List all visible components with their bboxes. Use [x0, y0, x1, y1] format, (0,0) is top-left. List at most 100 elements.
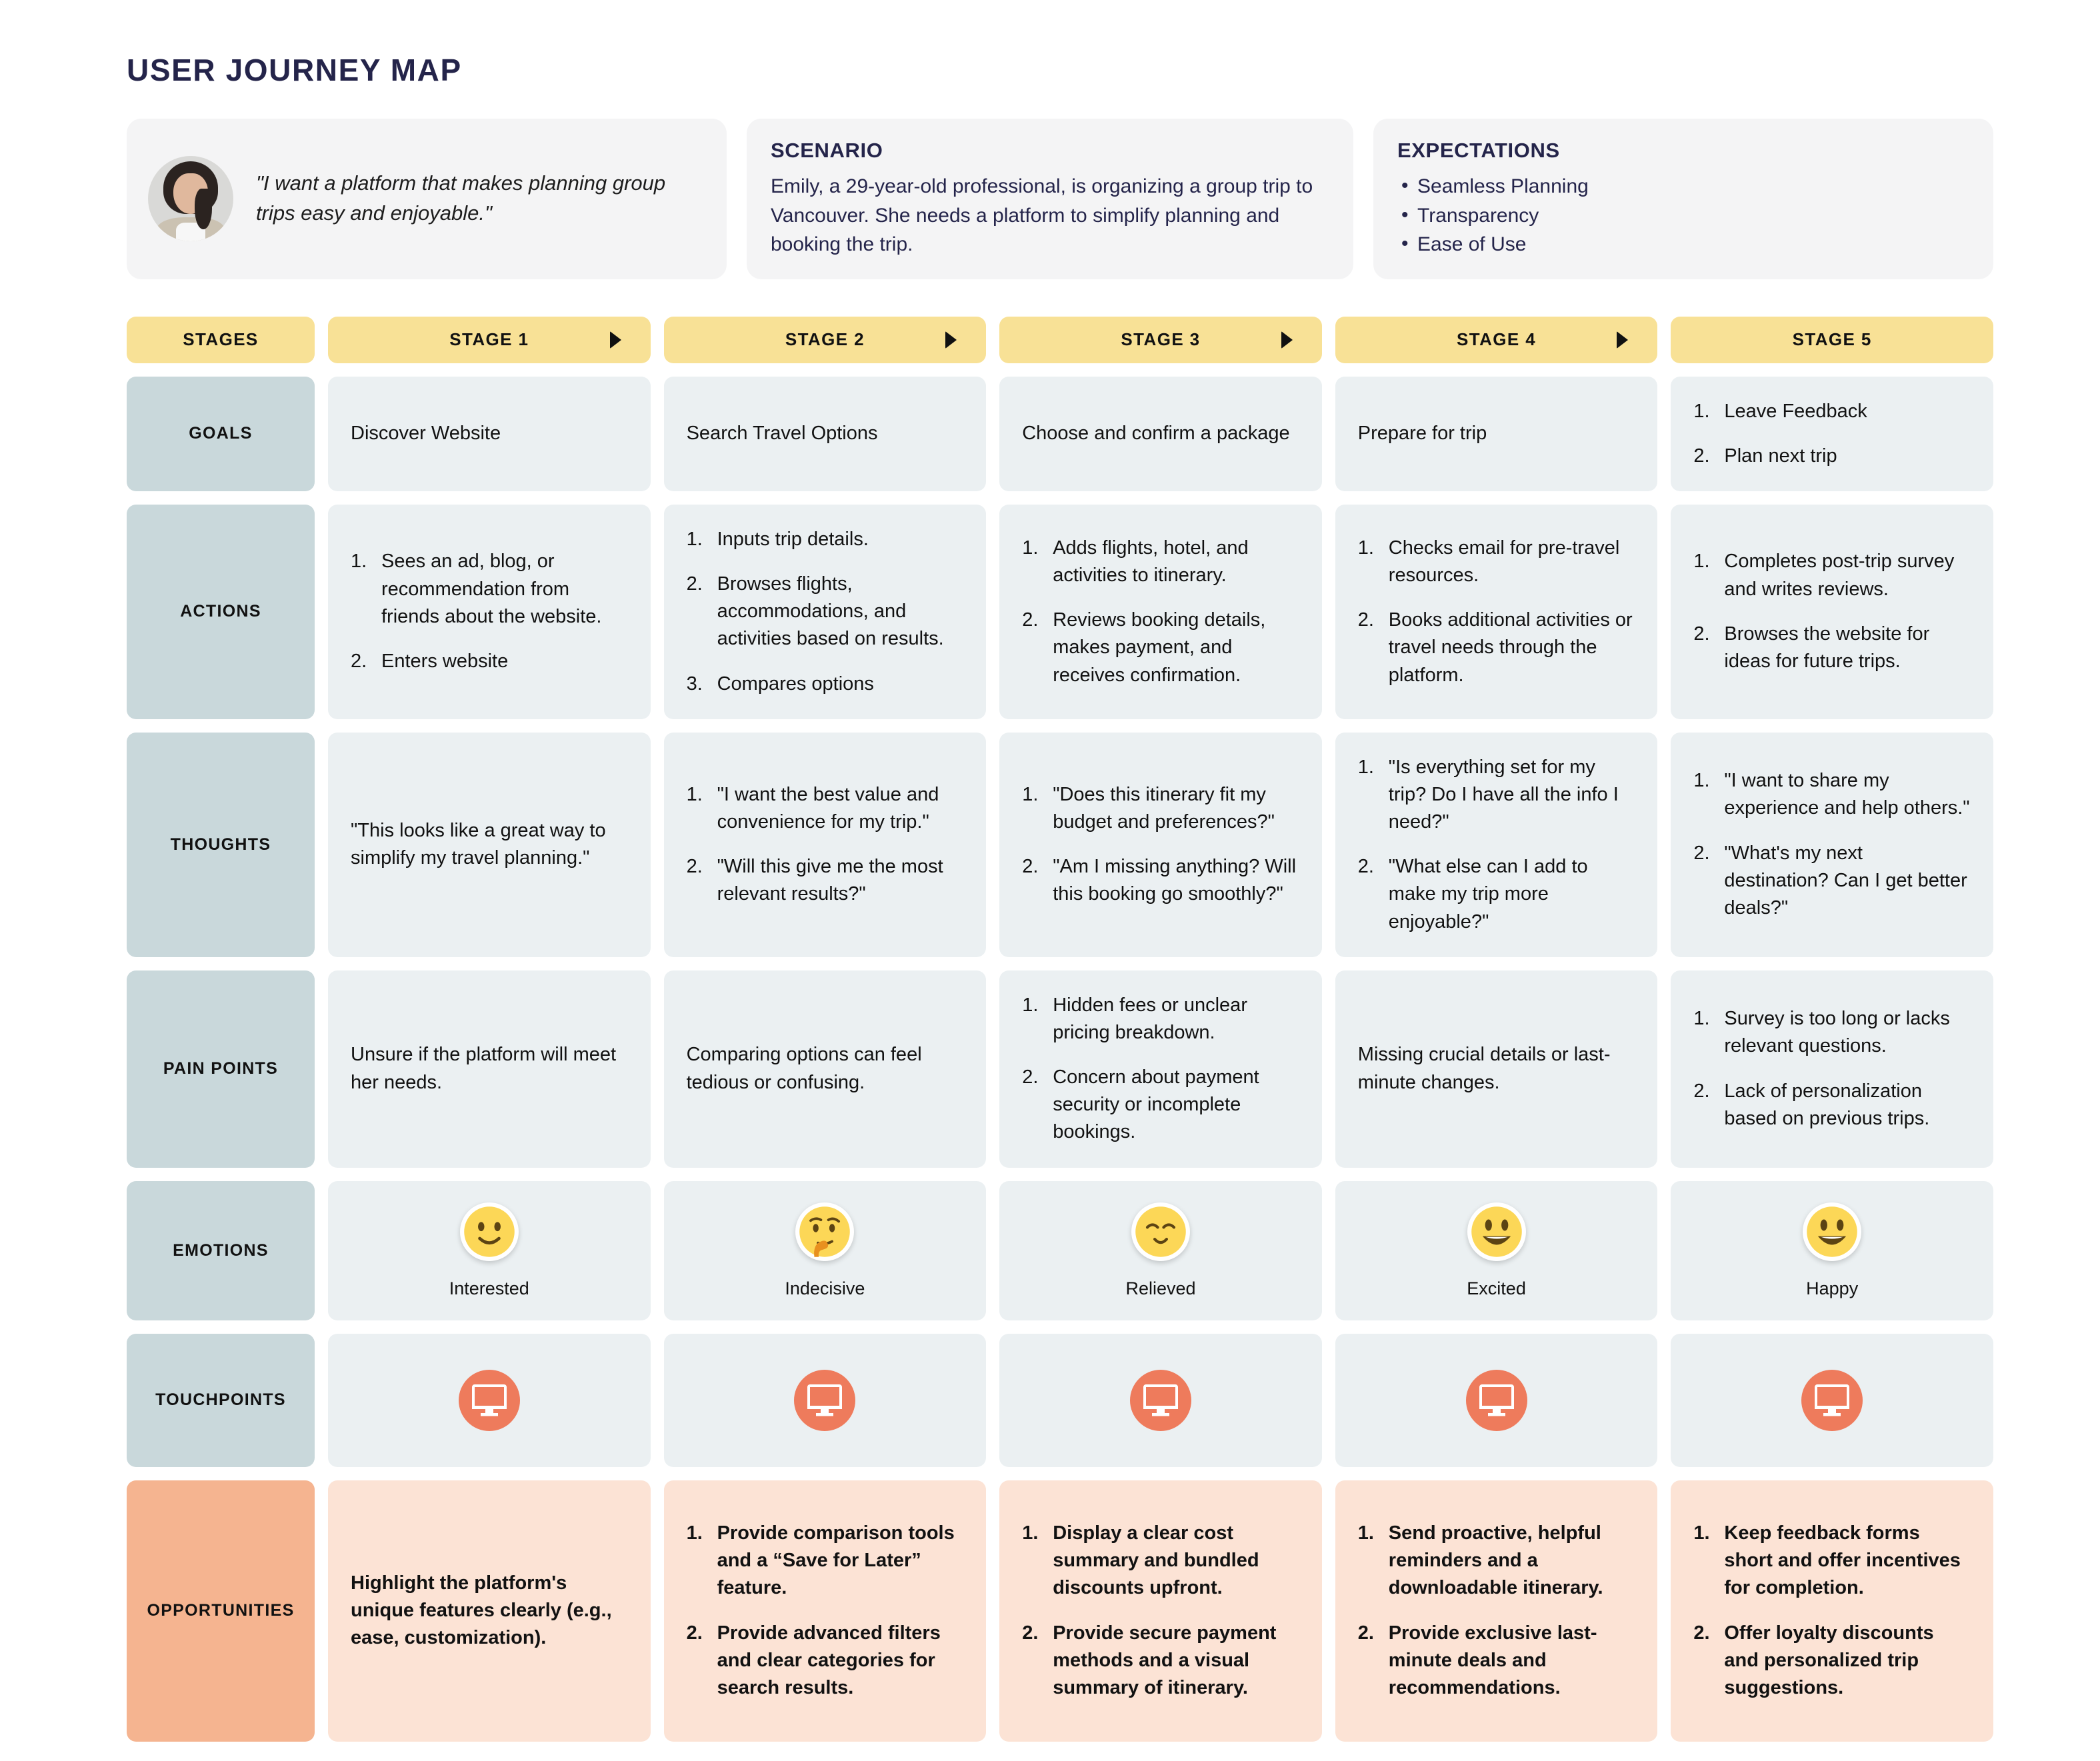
- row-label-pain-points: PAIN POINTS: [127, 970, 315, 1168]
- slightly-smiling-face-icon: [459, 1202, 519, 1261]
- cell-thoughts-4: "Is everything set for my trip? Do I hav…: [1335, 732, 1658, 957]
- row-label-touchpoints: TOUCHPOINTS: [127, 1333, 315, 1467]
- emotion-label: Indecisive: [785, 1278, 865, 1298]
- stage-header-label: STAGE 2: [785, 329, 865, 349]
- cell-opportunity-3: Display a clear cost summary and bundled…: [999, 1480, 1322, 1742]
- list-item: Hidden fees or unclear pricing breakdown…: [1022, 992, 1247, 1043]
- stage-header-5[interactable]: STAGE 5: [1671, 316, 1993, 363]
- row-pain-points: PAIN POINTS Unsure if the platform will …: [127, 970, 1993, 1168]
- row-emotions: EMOTIONS Interested Indecisive Relieved: [127, 1180, 1993, 1320]
- cell-emotion-1: Interested: [328, 1180, 651, 1320]
- cell-list: Keep feedback forms short and offer ince…: [1693, 1520, 1971, 1702]
- list-item: "Is everything set for my trip? Do I hav…: [1358, 754, 1619, 833]
- desktop-monitor-icon: [458, 1369, 520, 1431]
- cell-emotion-2: Indecisive: [663, 1180, 987, 1320]
- cell-actions-5: Completes post-trip survey and writes re…: [1671, 504, 1993, 719]
- stage-header-4[interactable]: STAGE 4: [1335, 316, 1658, 363]
- list-item: "What's my next destination? Can I get b…: [1693, 840, 1967, 918]
- emotion-label: Interested: [449, 1278, 529, 1298]
- cell-pain-4: Missing crucial details or last-minute c…: [1335, 970, 1658, 1168]
- cell-goals-3: Choose and confirm a package: [999, 376, 1322, 491]
- cell-thoughts-2: "I want the best value and convenience f…: [663, 732, 987, 957]
- cell-thoughts-5: "I want to share my experience and help …: [1671, 732, 1993, 957]
- list-item: Keep feedback forms short and offer ince…: [1693, 1520, 1961, 1599]
- row-goals: GOALS Discover Website Search Travel Opt…: [127, 376, 1993, 491]
- row-label-goals: GOALS: [127, 376, 315, 491]
- expectations-card: EXPECTATIONS Seamless Planning Transpare…: [1373, 119, 1993, 279]
- cell-list: Hidden fees or unclear pricing breakdown…: [1022, 992, 1299, 1146]
- cell-actions-1: Sees an ad, blog, or recommendation from…: [328, 504, 651, 719]
- stage-header-label: STAGE 4: [1457, 329, 1537, 349]
- triangle-right-icon: [945, 331, 957, 349]
- cell-goals-2: Search Travel Options: [663, 376, 987, 491]
- cell-opportunity-5: Keep feedback forms short and offer ince…: [1671, 1480, 1993, 1742]
- cell-opportunity-1: Highlight the platform's unique features…: [328, 1480, 651, 1742]
- avatar: [148, 156, 233, 242]
- list-item: Browses flights, accommodations, and act…: [687, 571, 944, 650]
- cell-text: Comparing options can feel tedious or co…: [686, 1044, 922, 1093]
- grinning-face-icon: [1803, 1202, 1862, 1261]
- cell-actions-3: Adds flights, hotel, and activities to i…: [999, 504, 1322, 719]
- cell-text: Missing crucial details or last-minute c…: [1357, 1044, 1611, 1093]
- journey-grid: STAGES STAGE 1 STAGE 2 STAGE 3 STAGE 4 S…: [127, 316, 1993, 1742]
- list-item: Checks email for pre-travel resources.: [1358, 535, 1620, 587]
- triangle-right-icon: [1281, 331, 1293, 349]
- cell-list: "I want to share my experience and help …: [1693, 767, 1971, 922]
- list-item: Survey is too long or lacks relevant que…: [1693, 1005, 1950, 1057]
- list-item: Leave Feedback: [1693, 398, 1867, 425]
- stage-header-label: STAGE 1: [449, 329, 529, 349]
- list-item: Provide advanced filters and clear categ…: [687, 1620, 941, 1698]
- list-item: Concern about payment security or incomp…: [1022, 1064, 1259, 1143]
- row-touchpoints: TOUCHPOINTS: [127, 1333, 1993, 1467]
- stage-header-2[interactable]: STAGE 2: [663, 316, 987, 363]
- cell-thoughts-3: "Does this itinerary fit my budget and p…: [999, 732, 1322, 957]
- list-item: Send proactive, helpful reminders and a …: [1358, 1520, 1603, 1599]
- cell-list: Survey is too long or lacks relevant que…: [1693, 1005, 1971, 1132]
- cell-goals-1: Discover Website: [328, 376, 651, 491]
- cell-emotion-4: Excited: [1335, 1180, 1658, 1320]
- cell-goals-4: Prepare for trip: [1335, 376, 1658, 491]
- list-item: Provide secure payment methods and a vis…: [1022, 1620, 1277, 1698]
- cell-pain-1: Unsure if the platform will meet her nee…: [328, 970, 651, 1168]
- stage-header-3[interactable]: STAGE 3: [999, 316, 1322, 363]
- list-item: Browses the website for ideas for future…: [1693, 621, 1930, 672]
- list-item: Plan next trip: [1693, 443, 1837, 470]
- list-item: Provide exclusive last-minute deals and …: [1358, 1620, 1597, 1698]
- desktop-monitor-icon: [1465, 1369, 1527, 1431]
- stage-header-row: STAGES STAGE 1 STAGE 2 STAGE 3 STAGE 4 S…: [127, 316, 1993, 363]
- cell-emotion-3: Relieved: [999, 1180, 1322, 1320]
- list-item: Books additional activities or travel ne…: [1358, 607, 1633, 686]
- list-item: Provide comparison tools and a “Save for…: [687, 1520, 955, 1599]
- desktop-monitor-icon: [1801, 1369, 1863, 1431]
- desktop-monitor-icon: [1129, 1369, 1191, 1431]
- list-item: "Am I missing anything? Will this bookin…: [1022, 853, 1297, 905]
- desktop-monitor-icon: [794, 1369, 856, 1431]
- cell-opportunity-4: Send proactive, helpful reminders and a …: [1335, 1480, 1658, 1742]
- stages-label: STAGES: [127, 316, 315, 363]
- list-item: Offer loyalty discounts and personalized…: [1693, 1620, 1934, 1698]
- cell-pain-5: Survey is too long or lacks relevant que…: [1671, 970, 1993, 1168]
- relieved-face-icon: [1131, 1202, 1190, 1261]
- list-item: Reviews booking details, makes payment, …: [1022, 607, 1266, 686]
- row-opportunities: OPPORTUNITIES Highlight the platform's u…: [127, 1480, 1993, 1742]
- list-item: "I want to share my experience and help …: [1693, 767, 1970, 819]
- cell-touchpoint-3: [999, 1333, 1322, 1467]
- cell-text: Discover Website: [351, 423, 501, 445]
- header-cards: "I want a platform that makes planning g…: [127, 119, 1993, 279]
- row-label-thoughts: THOUGHTS: [127, 732, 315, 957]
- scenario-card: SCENARIO Emily, a 29-year-old profession…: [747, 119, 1353, 279]
- row-label-actions: ACTIONS: [127, 504, 315, 719]
- cell-list: Adds flights, hotel, and activities to i…: [1022, 535, 1299, 689]
- page-title: USER JOURNEY MAP: [127, 53, 462, 87]
- cell-touchpoint-4: [1335, 1333, 1658, 1467]
- triangle-right-icon: [1617, 331, 1629, 349]
- list-item: Completes post-trip survey and writes re…: [1693, 548, 1955, 600]
- row-label-opportunities: OPPORTUNITIES: [127, 1480, 315, 1742]
- stage-header-1[interactable]: STAGE 1: [328, 316, 651, 363]
- grinning-face-icon: [1467, 1202, 1526, 1261]
- cell-touchpoint-2: [663, 1333, 987, 1467]
- emotion-label: Happy: [1806, 1278, 1859, 1298]
- cell-text: Choose and confirm a package: [1022, 423, 1290, 445]
